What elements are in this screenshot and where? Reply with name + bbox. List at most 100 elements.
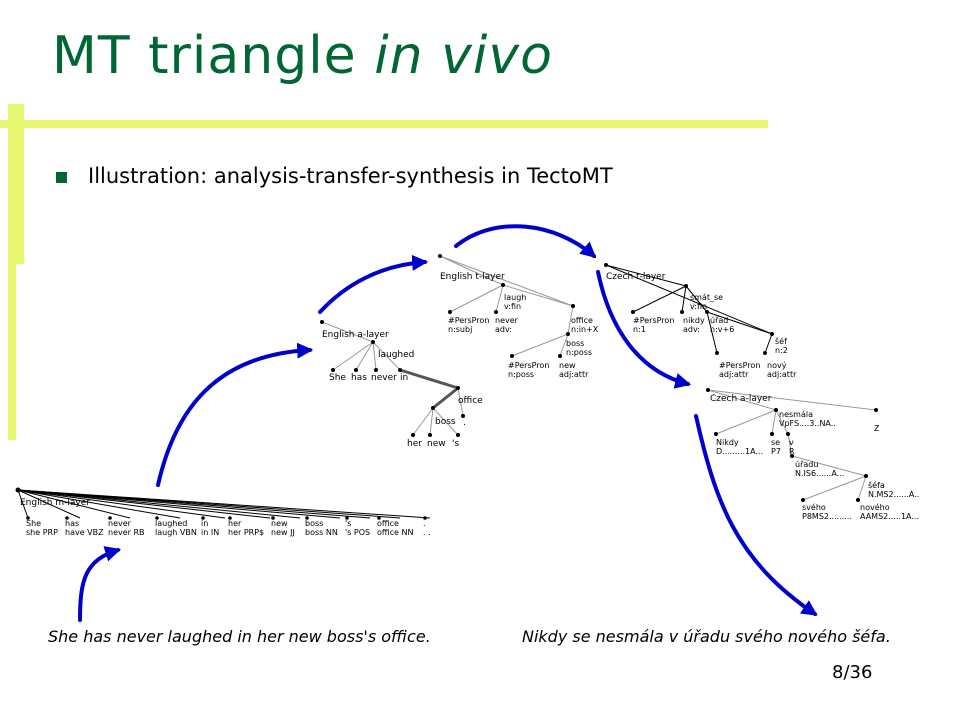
a-node-new: new xyxy=(427,439,446,449)
m-token-form: . xyxy=(423,519,426,528)
en-t-node-never-l1: never xyxy=(495,316,519,325)
en-t-node-laugh-l2: v:fin xyxy=(504,302,521,311)
a-node-laughed: laughed xyxy=(378,350,414,360)
arrow-cz-a-to-sentence xyxy=(694,414,818,616)
m-token: 's's POS xyxy=(345,519,370,537)
cz-a-node-nikdy-l1: Nikdy xyxy=(716,438,739,447)
arrow-t-to-cz-a-layer xyxy=(596,270,692,389)
cz-a-node-se-l2: P7 xyxy=(771,447,781,456)
m-token-node xyxy=(26,516,30,520)
cz-t-node-nikdy-l2: adv: xyxy=(683,325,700,334)
en-t-node-boss-l1: boss xyxy=(566,339,584,348)
cz-a-node-noveho-l2: AAMS2.....1A... xyxy=(860,512,919,521)
m-token-form: her xyxy=(228,519,242,528)
m-token-lemma-tag: . . xyxy=(423,528,431,537)
m-token-lemma-tag: 's POS xyxy=(345,528,370,537)
caption-czech: Nikdy se nesmála v úřadu svého nového šé… xyxy=(522,627,891,646)
a-node-in: in xyxy=(400,373,408,383)
en-t-node-perspron2-l2: n:poss xyxy=(508,370,534,379)
cz-t-node-perspron-l2: n:1 xyxy=(633,325,646,334)
title-italic: in vivo xyxy=(374,26,553,86)
m-token-form: boss xyxy=(305,519,323,528)
m-token-form: 's xyxy=(345,519,351,528)
arrow-m-to-a-layer xyxy=(156,342,314,487)
m-token-node xyxy=(305,516,309,520)
cz-a-node-v-l2: R xyxy=(789,447,795,456)
cz-t-layer-label: Czech t-layer xyxy=(606,272,666,282)
cz-a-node-v-l1: v xyxy=(789,438,794,447)
m-token-lemma-tag: new JJ xyxy=(271,528,295,537)
m-token-node xyxy=(377,516,381,520)
m-token-node xyxy=(65,516,69,520)
accent-bar-horizontal xyxy=(0,120,768,128)
m-layer-label: English m-layer xyxy=(20,498,90,508)
en-t-node-new-l2: adj:attr xyxy=(559,370,589,379)
a-node-has: has xyxy=(351,373,367,383)
en-t-node-perspron2-l1: #PersPron xyxy=(508,361,549,370)
caption-english: She has never laughed in her new boss's … xyxy=(48,627,431,646)
cz-t-node-perspron-l1: #PersPron xyxy=(633,316,674,325)
en-t-node-office-l2: n:in+X xyxy=(571,325,599,334)
m-token-lemma-tag: never RB xyxy=(108,528,145,537)
m-token-node xyxy=(228,516,232,520)
cz-t-node-sef-l1: šéf xyxy=(775,336,787,346)
cz-a-node-sveho-l2: P8MS2......... xyxy=(802,512,852,521)
m-token-form: new xyxy=(271,519,288,528)
cz-a-node-sefa-l1: šéfa xyxy=(868,480,885,490)
cz-t-node-perspron2-l2: adj:attr xyxy=(719,370,749,379)
a-node-boss: boss xyxy=(435,417,456,427)
m-token-lemma-tag: her PRP$ xyxy=(228,528,264,537)
m-token-form: office xyxy=(377,519,399,528)
cz-t-node-novy-l1: nový xyxy=(767,361,787,370)
m-token-node xyxy=(271,516,275,520)
accent-bar-vertical-short xyxy=(16,104,24,264)
en-t-node-never-l2: adv: xyxy=(495,325,512,334)
en-t-node-boss-l2: n:poss xyxy=(566,348,592,357)
cz-a-node-z: Z xyxy=(874,424,880,433)
m-token-node xyxy=(345,516,349,520)
m-token-lemma-tag: in IN xyxy=(201,528,219,537)
cz-a-node-nikdy-l2: D.........1A... xyxy=(716,447,763,456)
bullet-marker xyxy=(56,172,67,183)
arrow-transfer xyxy=(454,224,597,259)
a-node-dot: . xyxy=(463,418,466,428)
cz-t-node-smat-l2: v:fin xyxy=(690,302,707,311)
a-node-never: never xyxy=(371,373,397,383)
m-token-form: laughed xyxy=(155,519,187,528)
m-token: .. . xyxy=(423,519,431,537)
en-t-node-laugh-l1: laugh xyxy=(504,293,526,302)
arrow-a-to-t-layer xyxy=(318,254,429,314)
cz-t-node-novy-l2: adj:attr xyxy=(767,370,797,379)
en-t-node-new-l1: new xyxy=(559,361,576,370)
m-token-lemma-tag: she PRP xyxy=(26,528,58,537)
m-token-form: She xyxy=(26,519,41,528)
m-token-node xyxy=(201,516,205,520)
m-token-node xyxy=(108,516,112,520)
en-t-layer-label: English t-layer xyxy=(440,272,505,282)
a-node-she: She xyxy=(329,373,346,383)
cz-a-node-noveho-l1: nového xyxy=(860,502,890,512)
